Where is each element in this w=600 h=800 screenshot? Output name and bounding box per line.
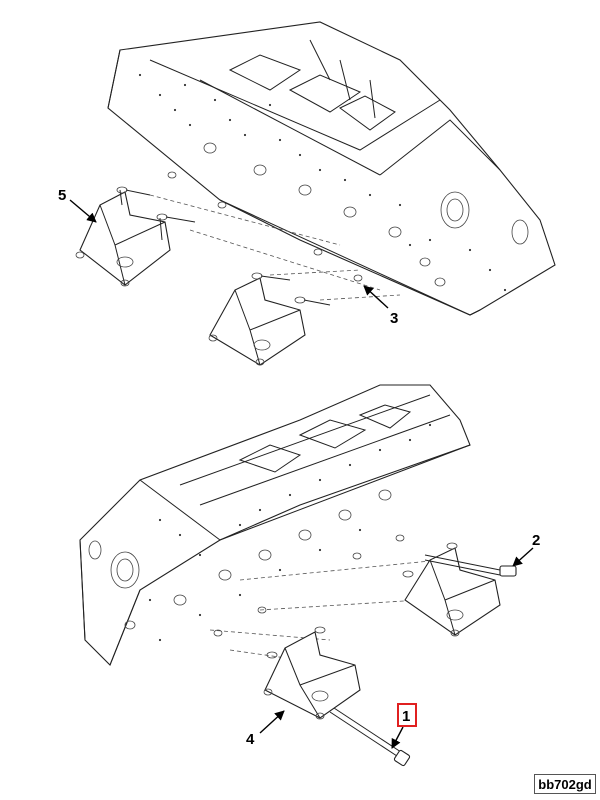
callout-5: 5 xyxy=(58,187,97,223)
bracket-2-area xyxy=(402,542,517,637)
callout-3-label: 3 xyxy=(390,310,398,327)
callout-4-label: 4 xyxy=(246,731,255,748)
callout-2: 2 xyxy=(512,532,540,567)
washers-top xyxy=(167,171,363,282)
washers-bottom xyxy=(213,534,405,637)
callout-5-label: 5 xyxy=(58,187,66,204)
bolt-1 xyxy=(329,707,411,767)
callout-1-highlight-box xyxy=(397,703,417,727)
callout-1-label: 1 xyxy=(402,708,410,725)
engine-block-bottom xyxy=(79,384,471,666)
callout-2-label: 2 xyxy=(532,532,540,549)
bracket-4 xyxy=(263,626,361,720)
callout-4: 4 xyxy=(246,710,285,748)
callout-1: 1 xyxy=(391,703,417,749)
engine-block-top xyxy=(107,21,556,316)
callout-3: 3 xyxy=(363,285,398,327)
figure-id-label: bb702gd xyxy=(534,774,596,794)
bracket-5 xyxy=(75,186,196,287)
alignment-lines-top xyxy=(149,194,401,301)
alignment-lines-bottom xyxy=(209,559,441,661)
bracket-3-area xyxy=(208,272,331,366)
